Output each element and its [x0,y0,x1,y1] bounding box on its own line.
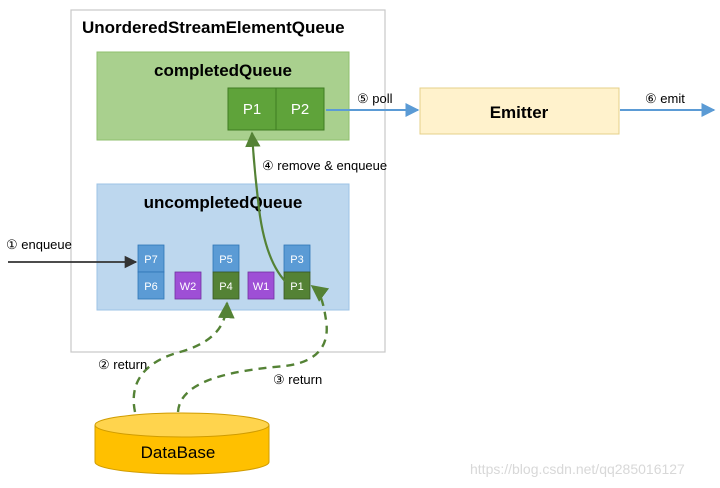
emitter-box [419,87,620,135]
uncompleted-cell-p6 [137,271,165,300]
return-label-p1: ③ return [273,372,322,387]
uncompleted-cell-w1 [247,271,275,300]
completed-cell-p1 [227,87,277,131]
uncompleted-cell-w2 [174,271,202,300]
watermark: https://blog.csdn.net/qq285016127 [470,461,685,477]
uncompleted-cell-p1-label: P1 [290,281,303,293]
return-arrow-p4 [132,301,235,413]
outer-container-title: UnorderedStreamElementQueue [82,18,345,37]
completed-queue-title: completedQueue [154,61,292,80]
enqueue-label: ① enqueue [6,237,72,252]
uncompleted-cell-p5-label: P5 [219,254,232,266]
remove-enqueue-arrow [245,131,290,286]
return-label-p4: ② return [98,357,147,372]
uncompleted-cell-w2-label: W2 [180,281,197,293]
uncompleted-cell-p3-label: P3 [290,254,303,266]
completed-cell-p1-label: P1 [243,101,261,118]
uncompleted-cell-p4 [212,271,240,300]
uncompleted-cell-p4-label: P4 [219,281,232,293]
database-label: DataBase [141,443,216,462]
database-cylinder-top [94,412,270,438]
uncompleted-cell-p3 [283,244,311,273]
remove-enqueue-label: ④ remove & enqueue [262,158,387,173]
database-cylinder [94,425,270,475]
uncompleted-cell-p7 [137,244,165,273]
completed-cell-p2 [275,87,325,131]
uncompleted-queue-title: uncompletedQueue [144,193,303,212]
uncompleted-cell-w1-label: W1 [253,281,270,293]
emit-label: ⑥ emit [645,91,685,106]
return-arrow-p1 [176,284,330,413]
completed-cell-p2-label: P2 [291,101,309,118]
poll-label: ⑤ poll [357,91,393,106]
emitter-label: Emitter [490,103,549,122]
uncompleted-cell-p6-label: P6 [144,281,157,293]
uncompleted-cell-p7-label: P7 [144,254,157,266]
